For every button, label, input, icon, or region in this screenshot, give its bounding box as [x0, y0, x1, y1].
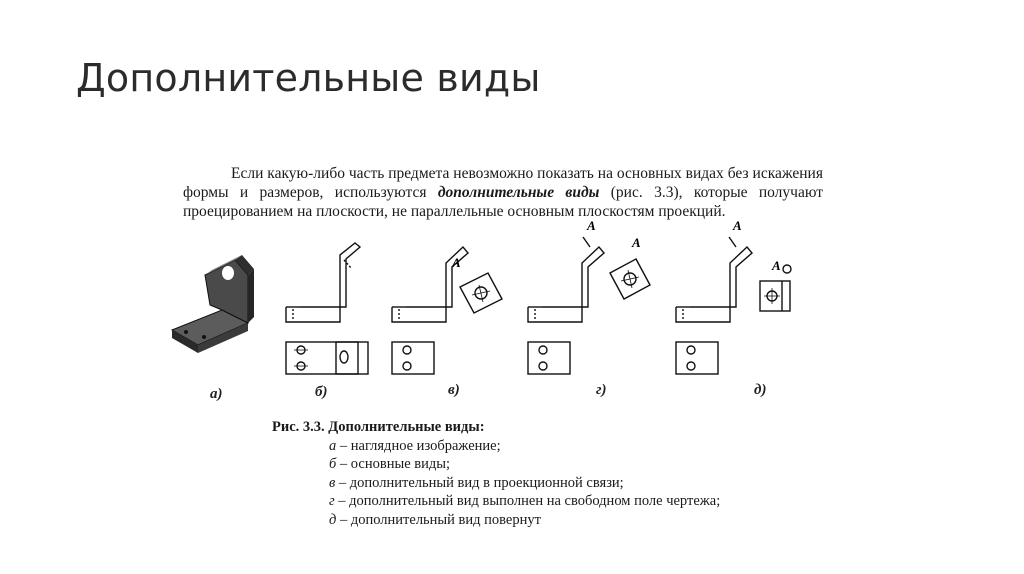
description-paragraph: Если какую-либо часть предмета невозможн…: [183, 164, 823, 221]
view-mark-g-view: А: [632, 235, 641, 250]
fig-label-v: в): [448, 382, 460, 398]
isometric-part-drawing: [170, 255, 254, 353]
fig-label-g: г): [596, 382, 607, 398]
figure-caption: Рис. 3.3. Дополнительные виды: а – нагля…: [272, 418, 720, 529]
fig-label-d: д): [754, 382, 767, 398]
caption-item: б – основные виды;: [329, 456, 451, 472]
paragraph-text-2: (рис. 3.3), которые получают проецирован…: [183, 184, 823, 220]
caption-item: а – наглядное изображение;: [329, 437, 501, 454]
paragraph-term: дополнительные виды: [437, 184, 600, 201]
view-v-drawing: [391, 245, 503, 375]
view-mark-v-view: А: [452, 255, 461, 270]
view-mark-d-view: А: [772, 258, 781, 273]
caption-item: в – дополнительный вид в проекционной св…: [329, 474, 624, 491]
slide-title: Дополнительные виды: [76, 56, 541, 100]
view-mark-g-arrow: А: [587, 218, 596, 233]
fig-label-b: б): [315, 384, 328, 400]
view-b-drawing: [285, 242, 369, 375]
caption-title: Рис. 3.3. Дополнительные виды:: [272, 419, 485, 435]
view-g-drawing: [527, 236, 651, 375]
view-d-drawing: [675, 236, 792, 375]
fig-label-a: а): [210, 386, 223, 402]
figure-3-3-drawings: [170, 236, 792, 375]
view-mark-d-arrow: А: [733, 218, 742, 233]
caption-item: г – дополнительный вид выполнен на свобо…: [329, 493, 721, 509]
paragraph-text-1: Если какую-либо часть предмета невозможн…: [183, 165, 823, 201]
caption-item: д – дополнительный вид повернут: [329, 511, 541, 528]
